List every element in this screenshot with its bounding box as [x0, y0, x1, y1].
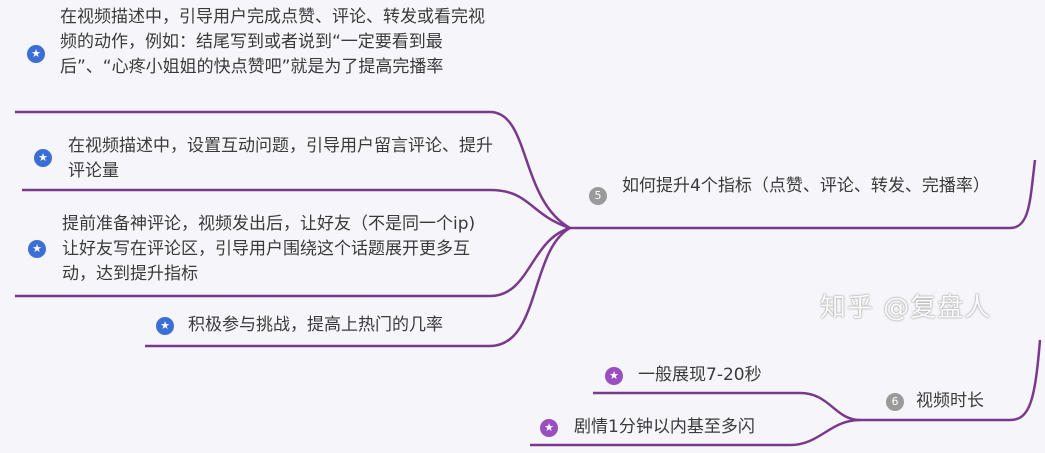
list-item: 提前准备神评论，视频发出后，让好友（不是同一个ip)让好友写在评论区，引导用户围…	[62, 214, 476, 284]
star-icon: ★	[605, 367, 623, 385]
list-item: 在视频描述中，设置互动问题，引导用户留言评论、提升评论量	[68, 136, 493, 181]
branch-line	[15, 110, 571, 230]
list-item: 积极参与挑战，提高上热门的几率	[188, 315, 443, 335]
list-item: 剧情1分钟以内基至多闪	[574, 417, 755, 437]
watermark: 知乎 @复盘人	[820, 293, 992, 323]
branch-line	[22, 188, 571, 230]
star-icon: ★	[28, 240, 46, 258]
branch-line	[15, 226, 571, 298]
branch-line	[530, 418, 861, 447]
star-icon: ★	[27, 45, 45, 63]
number-6-icon: 6	[886, 393, 904, 411]
star-icon: ★	[156, 317, 174, 335]
topic-node[interactable]: 视频时长	[916, 391, 984, 411]
number-5-icon: 5	[589, 187, 607, 205]
list-item: 在视频描述中，引导用户完成点赞、评论、转发或看完视频的动作，例如：结尾写到或者说…	[60, 7, 485, 77]
branch-line	[593, 391, 861, 422]
topic-underline	[570, 159, 1037, 230]
topic-node[interactable]: 如何提升4个指标（点赞、评论、转发、完播率）	[622, 176, 990, 196]
branch-line	[145, 226, 571, 348]
star-icon: ★	[540, 419, 558, 437]
star-icon: ★	[34, 149, 52, 167]
topic-underline	[860, 339, 1042, 422]
list-item: 一般展现7-20秒	[638, 365, 762, 385]
